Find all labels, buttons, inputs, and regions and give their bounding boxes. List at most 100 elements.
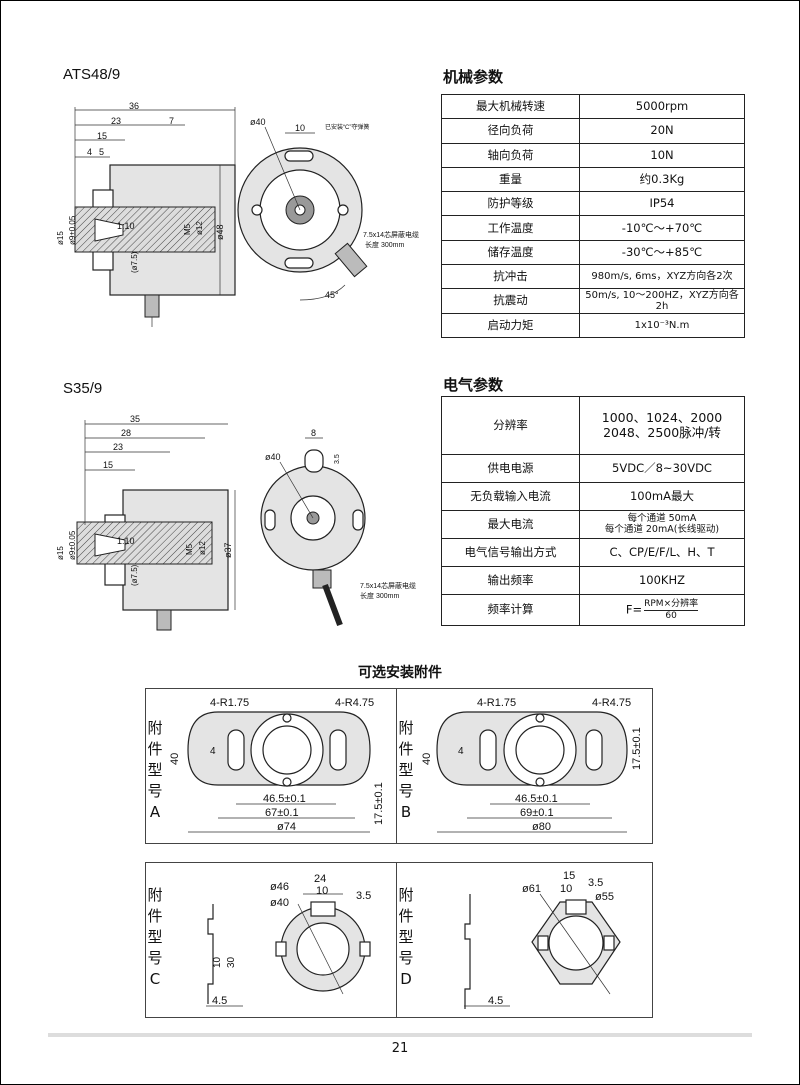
svg-text:15: 15 (563, 870, 575, 882)
svg-text:ø37: ø37 (223, 542, 233, 558)
param-value: C、CP/E/F/L、H、T (579, 538, 745, 567)
svg-text:7.5x14芯屏蔽电缆: 7.5x14芯屏蔽电缆 (363, 230, 419, 239)
param-value: 5000rpm (579, 93, 745, 120)
param-value: 100KHZ (579, 566, 745, 595)
svg-text:长度 300mm: 长度 300mm (360, 591, 399, 600)
svg-text:7.5x14芯屏蔽电缆: 7.5x14芯屏蔽电缆 (360, 581, 416, 590)
svg-text:17.5±0.1: 17.5±0.1 (373, 782, 385, 825)
cable-stub (144, 294, 160, 318)
svg-text:(ø7.5): (ø7.5) (130, 251, 139, 273)
svg-text:15: 15 (97, 131, 107, 141)
svg-text:28: 28 (121, 428, 131, 438)
param-name: 无负载输入电流 (441, 482, 580, 511)
svg-text:4-R4.75: 4-R4.75 (335, 697, 374, 709)
svg-text:35: 35 (130, 414, 140, 424)
acc-box-ab (145, 688, 653, 844)
svg-text:4.5: 4.5 (212, 995, 227, 1007)
svg-text:ø9±0.05: ø9±0.05 (68, 530, 77, 560)
table-row: 工作温度-10℃～+70℃ (441, 215, 745, 241)
param-value: 10N (579, 142, 745, 168)
svg-text:8: 8 (311, 428, 316, 438)
elec-title: 电气参数 (443, 376, 504, 394)
svg-text:M5: M5 (183, 223, 192, 235)
svg-text:ø40: ø40 (265, 452, 281, 462)
param-name: 径向负荷 (441, 118, 580, 144)
footer-divider (48, 1033, 752, 1037)
acc-title: 可选安装附件 (358, 665, 442, 681)
svg-text:10: 10 (316, 885, 328, 897)
acc-b-drawing: 4-R1.75 4-R4.75 40 4 17.5±0.1 46.5±0.1 6… (421, 697, 643, 833)
svg-text:40: 40 (169, 753, 181, 765)
svg-text:10: 10 (212, 956, 223, 968)
acc-box-cd (145, 862, 653, 1018)
svg-text:4: 4 (87, 147, 92, 157)
page-number: 21 (391, 1041, 409, 1056)
svg-text:7: 7 (169, 116, 174, 126)
param-value: IP54 (579, 191, 745, 217)
param-value: -30℃～+85℃ (579, 239, 745, 266)
svg-text:45°: 45° (325, 290, 339, 300)
svg-text:4: 4 (210, 746, 216, 757)
svg-text:4-R1.75: 4-R1.75 (477, 697, 516, 709)
svg-text:ø61: ø61 (522, 883, 541, 895)
svg-text:3.5: 3.5 (356, 890, 371, 902)
svg-text:ø15: ø15 (56, 546, 65, 560)
svg-text:4: 4 (458, 746, 464, 757)
param-value: 20N (579, 118, 745, 144)
svg-text:长度 300mm: 长度 300mm (365, 240, 404, 249)
svg-text:1:10: 1:10 (117, 221, 135, 231)
svg-text:15: 15 (103, 460, 113, 470)
svg-text:ø9±0.05: ø9±0.05 (68, 215, 77, 245)
svg-text:ø12: ø12 (195, 221, 204, 235)
param-name: 电气信号输出方式 (441, 538, 580, 567)
svg-text:40: 40 (421, 753, 433, 765)
param-value: 1x10⁻³N.m (579, 312, 745, 338)
table-row: 储存温度-30℃～+85℃ (441, 239, 745, 266)
model-label-s35: S35/9 (63, 380, 103, 397)
param-name: 最大机械转速 (441, 93, 580, 120)
param-value: -10℃～+70℃ (579, 215, 745, 241)
svg-text:4-R1.75: 4-R1.75 (210, 697, 249, 709)
svg-text:3.5: 3.5 (588, 877, 603, 889)
svg-text:46.5±0.1: 46.5±0.1 (263, 793, 306, 805)
svg-text:36: 36 (129, 101, 139, 111)
svg-text:(ø7.5): (ø7.5) (130, 564, 139, 586)
model-label-ats48: ATS48/9 (63, 66, 121, 83)
mech-title: 机械参数 (443, 68, 504, 86)
svg-text:10: 10 (560, 883, 572, 895)
svg-text:ø48: ø48 (215, 224, 225, 240)
param-value: 50m/s, 10～200HZ，XYZ方向各2h (579, 288, 745, 314)
svg-text:4-R4.75: 4-R4.75 (592, 697, 631, 709)
svg-text:24: 24 (314, 873, 326, 885)
svg-text:23: 23 (113, 442, 123, 452)
svg-text:17.5±0.1: 17.5±0.1 (631, 727, 643, 770)
svg-text:M5: M5 (185, 543, 194, 555)
svg-text:46.5±0.1: 46.5±0.1 (515, 793, 558, 805)
param-value: 约0.3Kg (579, 166, 745, 193)
param-name: 抗冲击 (441, 264, 580, 290)
param-value: 980m/s, 6ms，XYZ方向各2次 (579, 264, 745, 290)
svg-text:ø55: ø55 (595, 891, 614, 903)
param-name: 启动力矩 (441, 312, 580, 338)
svg-text:1:10: 1:10 (117, 536, 135, 546)
svg-text:30: 30 (226, 956, 237, 968)
